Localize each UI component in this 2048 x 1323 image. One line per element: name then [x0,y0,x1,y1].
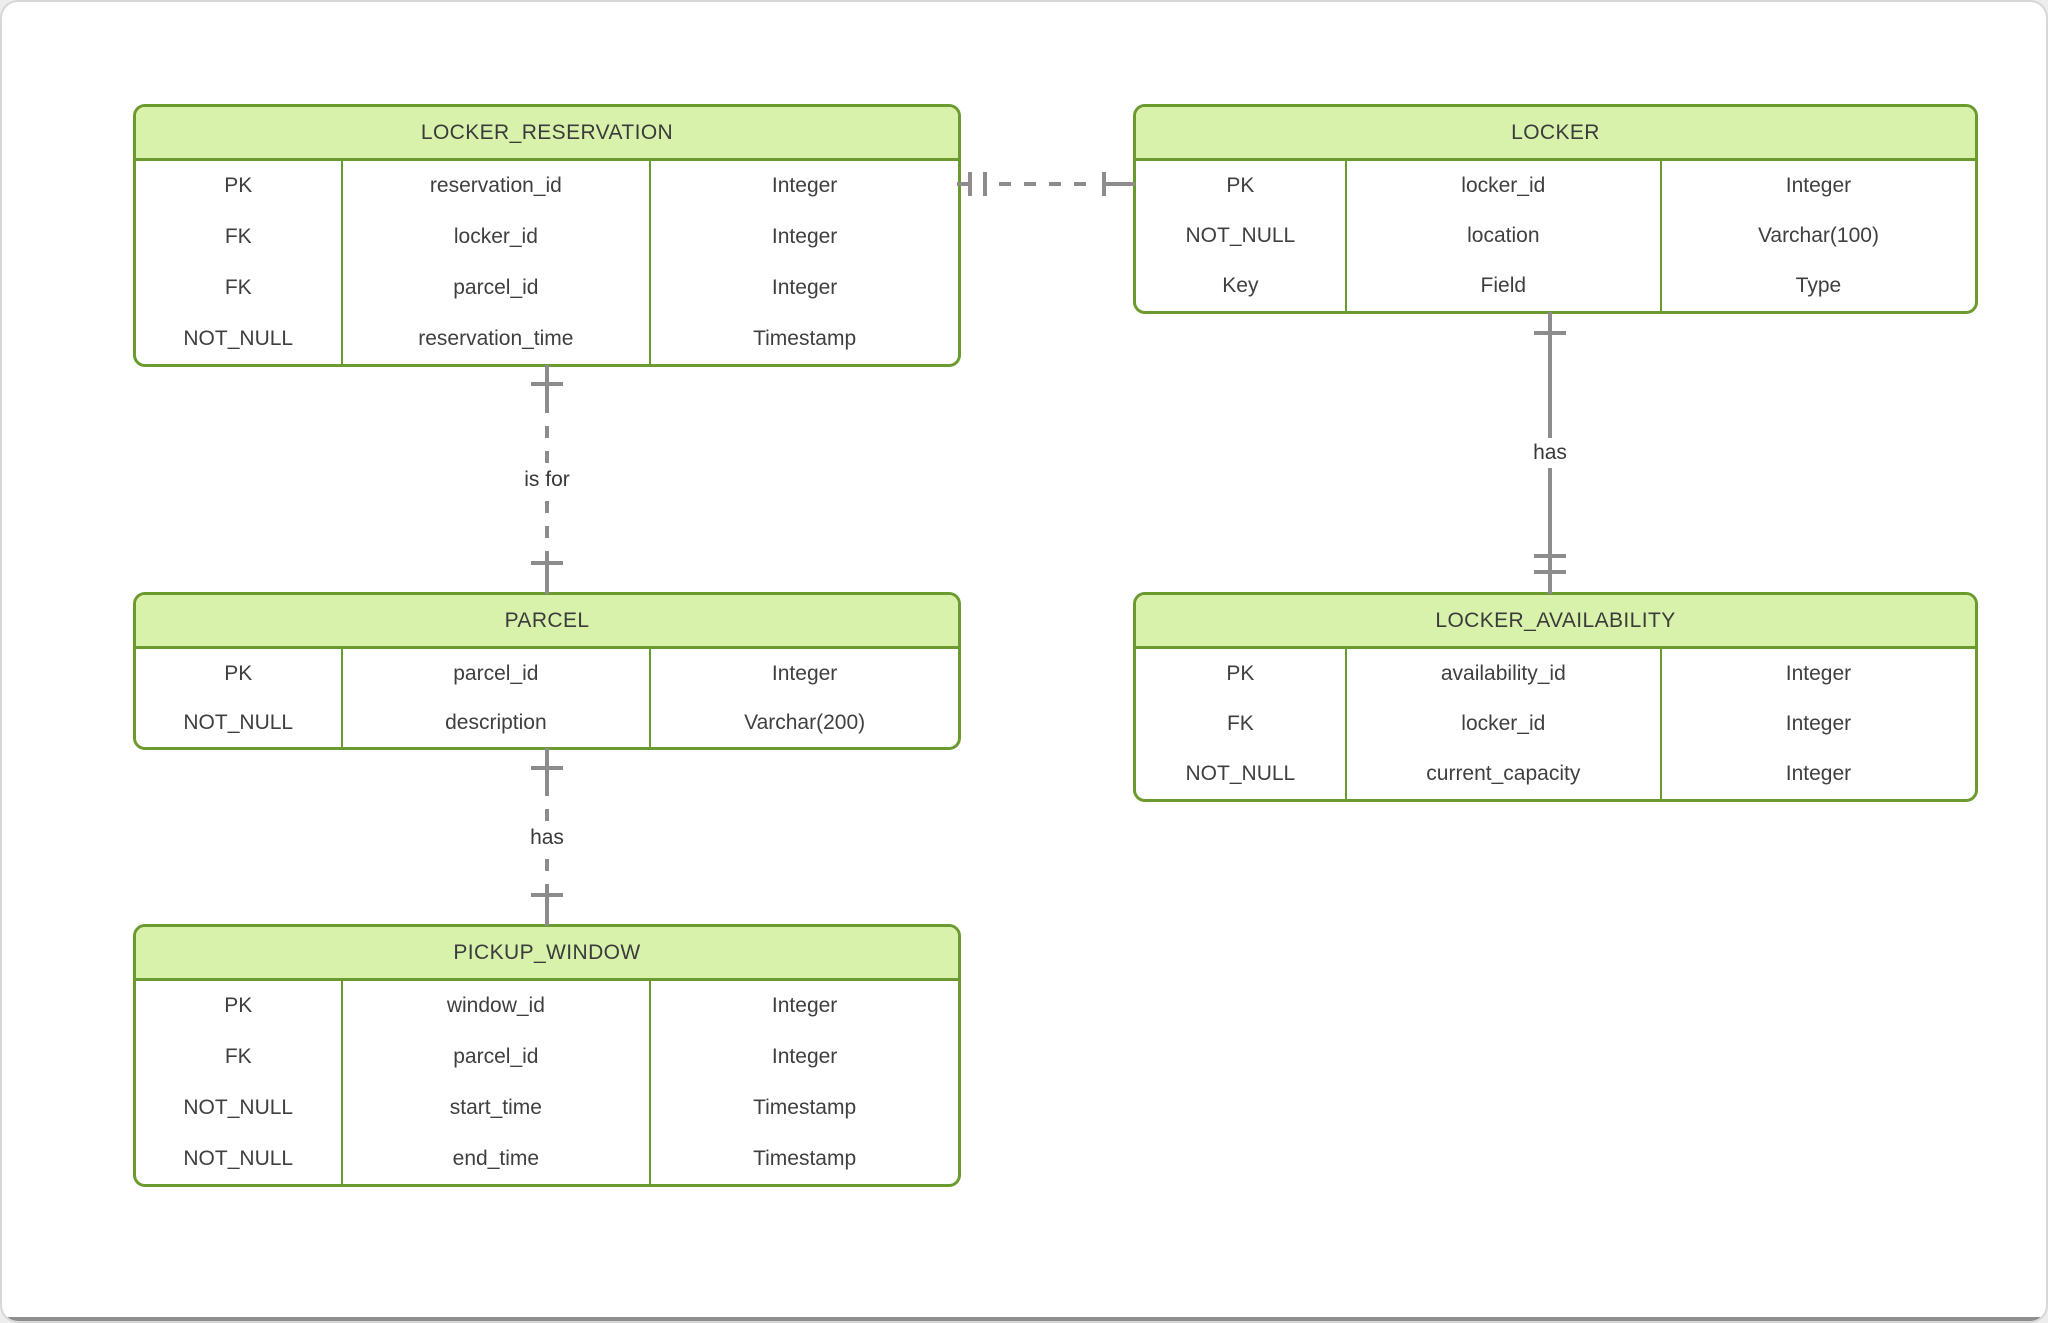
entity-table-locker-reservation[interactable]: LOCKER_RESERVATION PK FK FK NOT_NULL reserva… [133,104,961,367]
field-cell: end_time [452,1146,540,1170]
table-title: LOCKER_RESERVATION [136,107,958,161]
cardinality-one-tick [1534,331,1566,335]
key-cell: PK [1226,662,1255,685]
type-cell: Type [1795,274,1842,297]
type-cell: Timestamp [753,326,857,350]
cardinality-one-tick [983,172,987,196]
key-column: PK NOT_NULL [136,649,341,747]
connector-stub [545,897,549,926]
key-cell: NOT_NULL [1185,762,1296,785]
field-cell: location [1467,224,1540,247]
field-cell: parcel_id [453,275,539,299]
table-title: LOCKER_AVAILABILITY [1136,595,1975,649]
connector-stub [545,563,549,594]
window-bottom-edge [2,1317,2046,1321]
cardinality-one-tick [531,766,563,770]
key-cell: NOT_NULL [183,1095,294,1119]
entity-table-pickup-window[interactable]: PICKUP_WINDOW PK FK NOT_NULL NOT_NULL window… [133,924,961,1187]
key-cell: NOT_NULL [1185,224,1296,247]
key-column: PK NOT_NULL Key [1136,161,1345,311]
type-cell: Integer [771,661,838,685]
cardinality-one-tick [1534,554,1566,558]
key-column: PK FK NOT_NULL NOT_NULL [136,981,341,1184]
field-cell: window_id [446,994,545,1018]
field-column: parcel_id description [340,649,650,747]
type-cell: Integer [771,225,838,249]
key-cell: NOT_NULL [183,1146,294,1170]
entity-table-locker-availability[interactable]: LOCKER_AVAILABILITY PK FK NOT_NULL availabi… [1133,592,1978,802]
key-cell: FK [1226,712,1254,735]
type-cell: Timestamp [753,1095,857,1119]
field-cell: locker_id [453,225,538,249]
type-cell: Integer [1785,712,1852,735]
field-cell: parcel_id [453,1045,539,1069]
connector-label[interactable]: has [521,823,573,853]
connector-label[interactable]: has [1524,438,1576,468]
table-title: PARCEL [136,595,958,649]
key-cell: NOT_NULL [183,710,294,734]
field-cell: parcel_id [453,661,539,685]
field-cell: locker_id [1461,174,1546,197]
field-column: reservation_id locker_id parcel_id reservat… [340,161,650,364]
type-cell: Integer [771,1045,838,1069]
type-cell: Timestamp [753,1146,857,1170]
key-cell: FK [224,275,252,299]
type-cell: Varchar(200) [744,710,866,734]
cardinality-one-tick [531,893,563,897]
connector-stub [957,182,971,186]
key-cell: PK [224,174,253,198]
key-cell: FK [224,1045,252,1069]
key-cell: FK [224,225,252,249]
field-cell: Field [1480,274,1527,297]
cardinality-one-tick [968,172,972,196]
field-cell: availability_id [1440,662,1566,685]
key-column: PK FK NOT_NULL [1136,649,1345,799]
connector-dashed-line [999,182,1099,186]
key-cell: PK [224,994,253,1018]
type-cell: Varchar(100) [1757,224,1879,247]
connector-stub [1106,182,1135,186]
field-cell: start_time [449,1095,542,1119]
key-column: PK FK FK NOT_NULL [136,161,341,364]
key-cell: NOT_NULL [183,326,294,350]
key-cell: PK [224,661,253,685]
connector-label[interactable]: is for [515,465,579,495]
cardinality-one-tick [1102,172,1106,196]
type-cell: Integer [1785,762,1852,785]
type-cell: Integer [771,994,838,1018]
field-cell: reservation_id [429,174,562,198]
type-cell: Integer [771,174,838,198]
type-cell: Integer [1785,662,1852,685]
type-cell: Integer [771,275,838,299]
field-column: availability_id locker_id current_capacity [1344,649,1660,799]
cardinality-one-tick [531,382,563,386]
field-cell: locker_id [1461,712,1546,735]
field-cell: description [445,710,547,734]
type-cell: Integer [1785,174,1852,197]
field-cell: reservation_time [418,326,574,350]
field-cell: current_capacity [1426,762,1581,785]
cardinality-one-tick [1534,570,1566,574]
key-cell: PK [1226,174,1255,197]
table-title: LOCKER [1136,107,1975,161]
table-title: PICKUP_WINDOW [136,927,958,981]
field-column: window_id parcel_id start_time end_time [340,981,650,1184]
entity-table-parcel[interactable]: PARCEL PK NOT_NULL parcel_id description Int… [133,592,961,750]
key-cell: Key [1222,274,1259,297]
